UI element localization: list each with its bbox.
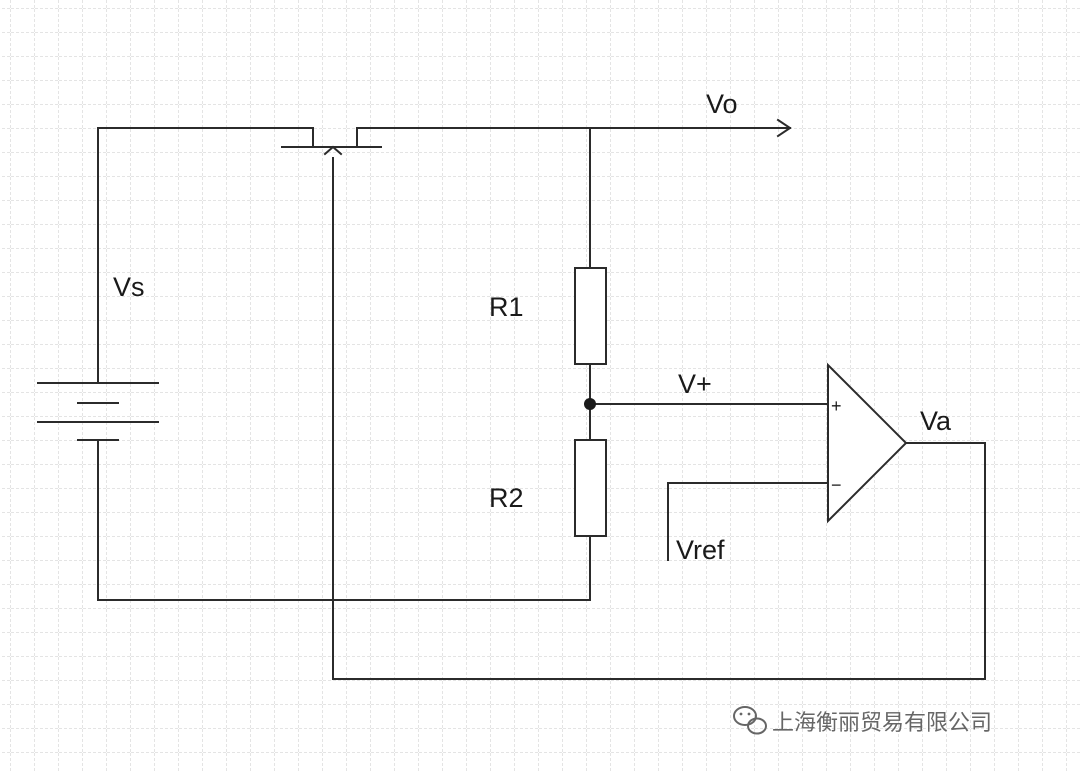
label-vref: Vref [676,535,725,565]
opamp: + − [827,362,908,524]
pass-transistor [281,145,382,156]
label-vs: Vs [113,272,145,302]
resistor-r1 [574,267,607,365]
circuit-wires [97,118,986,680]
wechat-icon [733,706,767,735]
resistor-r2 [574,439,607,537]
opamp-minus-sign: − [831,475,842,495]
battery-vs [37,361,159,441]
label-vplus: V+ [678,369,712,399]
label-r2: R2 [489,483,524,513]
junction-node [584,398,596,410]
watermark-text: 上海衡丽贸易有限公司 [772,711,992,736]
watermark: 上海衡丽贸易有限公司 [733,706,992,736]
opamp-plus-sign: + [831,396,842,416]
label-vo: Vo [706,89,738,119]
label-r1: R1 [489,292,524,322]
label-va: Va [920,406,952,436]
